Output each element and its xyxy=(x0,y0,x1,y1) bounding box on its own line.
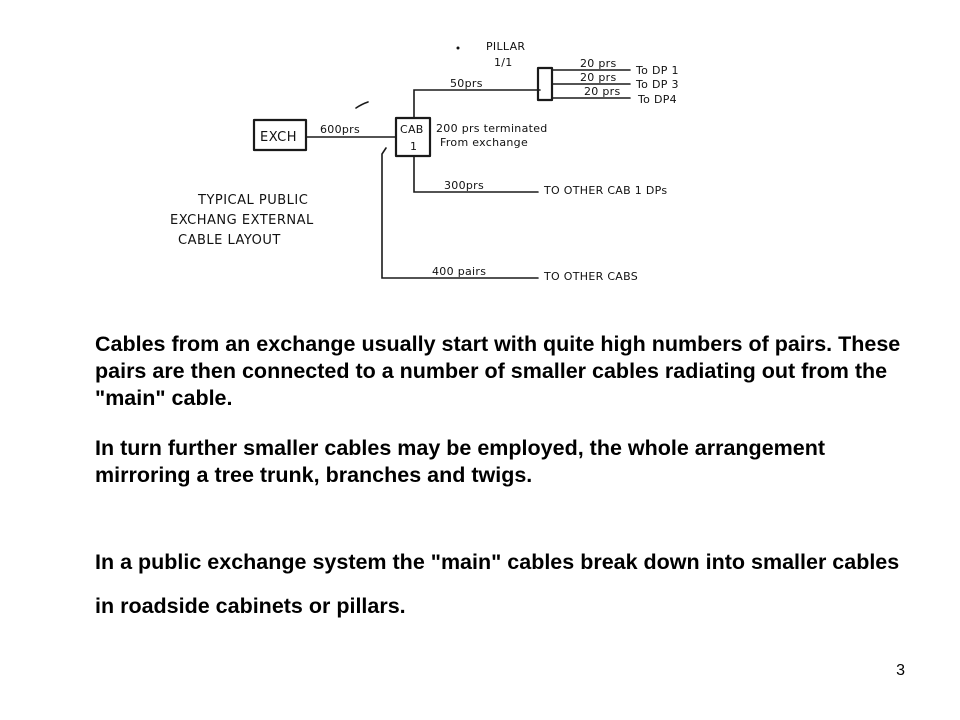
exchange-box xyxy=(252,118,308,152)
dp-branch-pairs: 20 prs xyxy=(580,71,617,84)
paragraph-public-exchange: In a public exchange system the "main" c… xyxy=(95,550,900,618)
cable-layout-diagram: EXCH 600prs CAB 1 200 prs terminated Fro… xyxy=(160,0,720,300)
dp-branch-pairs: 20 prs xyxy=(584,85,621,98)
dp-branch-pairs: 20 prs xyxy=(580,57,617,70)
main-branch-line xyxy=(381,147,539,279)
cabinet-label-line2: 1 xyxy=(410,140,417,153)
paragraph-tree-arrangement: In turn further smaller cables may be em… xyxy=(95,436,826,487)
cabinet-branch-line xyxy=(413,155,539,193)
cabinet-note-line2: From exchange xyxy=(440,136,528,149)
cabinet-note-line1: 200 prs terminated xyxy=(436,122,548,135)
cab-branch-destination: TO OTHER CAB 1 DPs xyxy=(543,184,667,197)
pillar-box xyxy=(536,66,554,102)
stray-mark xyxy=(355,101,369,109)
paragraph-exchange-cables: Cables from an exchange usually start wi… xyxy=(95,332,901,410)
cabinet-box xyxy=(394,116,432,158)
dp-branch-destination: To DP 3 xyxy=(635,78,679,91)
diagram-caption-line1: TYPICAL PUBLIC xyxy=(197,193,308,208)
cabinet-to-pillar-line xyxy=(413,89,541,119)
pillar-label-line2: 1/1 xyxy=(494,56,513,69)
pillar-label-line1: PILLAR xyxy=(486,40,525,53)
exchange-label: EXCH xyxy=(260,130,297,145)
exchange-feed-label: 600prs xyxy=(320,123,360,136)
diagram-caption-line2: EXCHANG EXTERNAL xyxy=(170,213,314,228)
dp-branch-destination: To DP 1 xyxy=(635,64,679,77)
pillar-feed-label: 50prs xyxy=(450,77,483,90)
diagram-caption-line3: CABLE LAYOUT xyxy=(178,233,281,248)
page-number: 3 xyxy=(896,662,905,679)
main-branch-destination: TO OTHER CABS xyxy=(543,270,638,283)
cabinet-label-line1: CAB xyxy=(400,123,424,136)
dp-branch-destination: To DP4 xyxy=(637,93,677,106)
cab-branch-pairs: 300prs xyxy=(444,179,484,192)
main-branch-pairs: 400 pairs xyxy=(432,265,486,278)
dot-mark xyxy=(456,46,460,50)
